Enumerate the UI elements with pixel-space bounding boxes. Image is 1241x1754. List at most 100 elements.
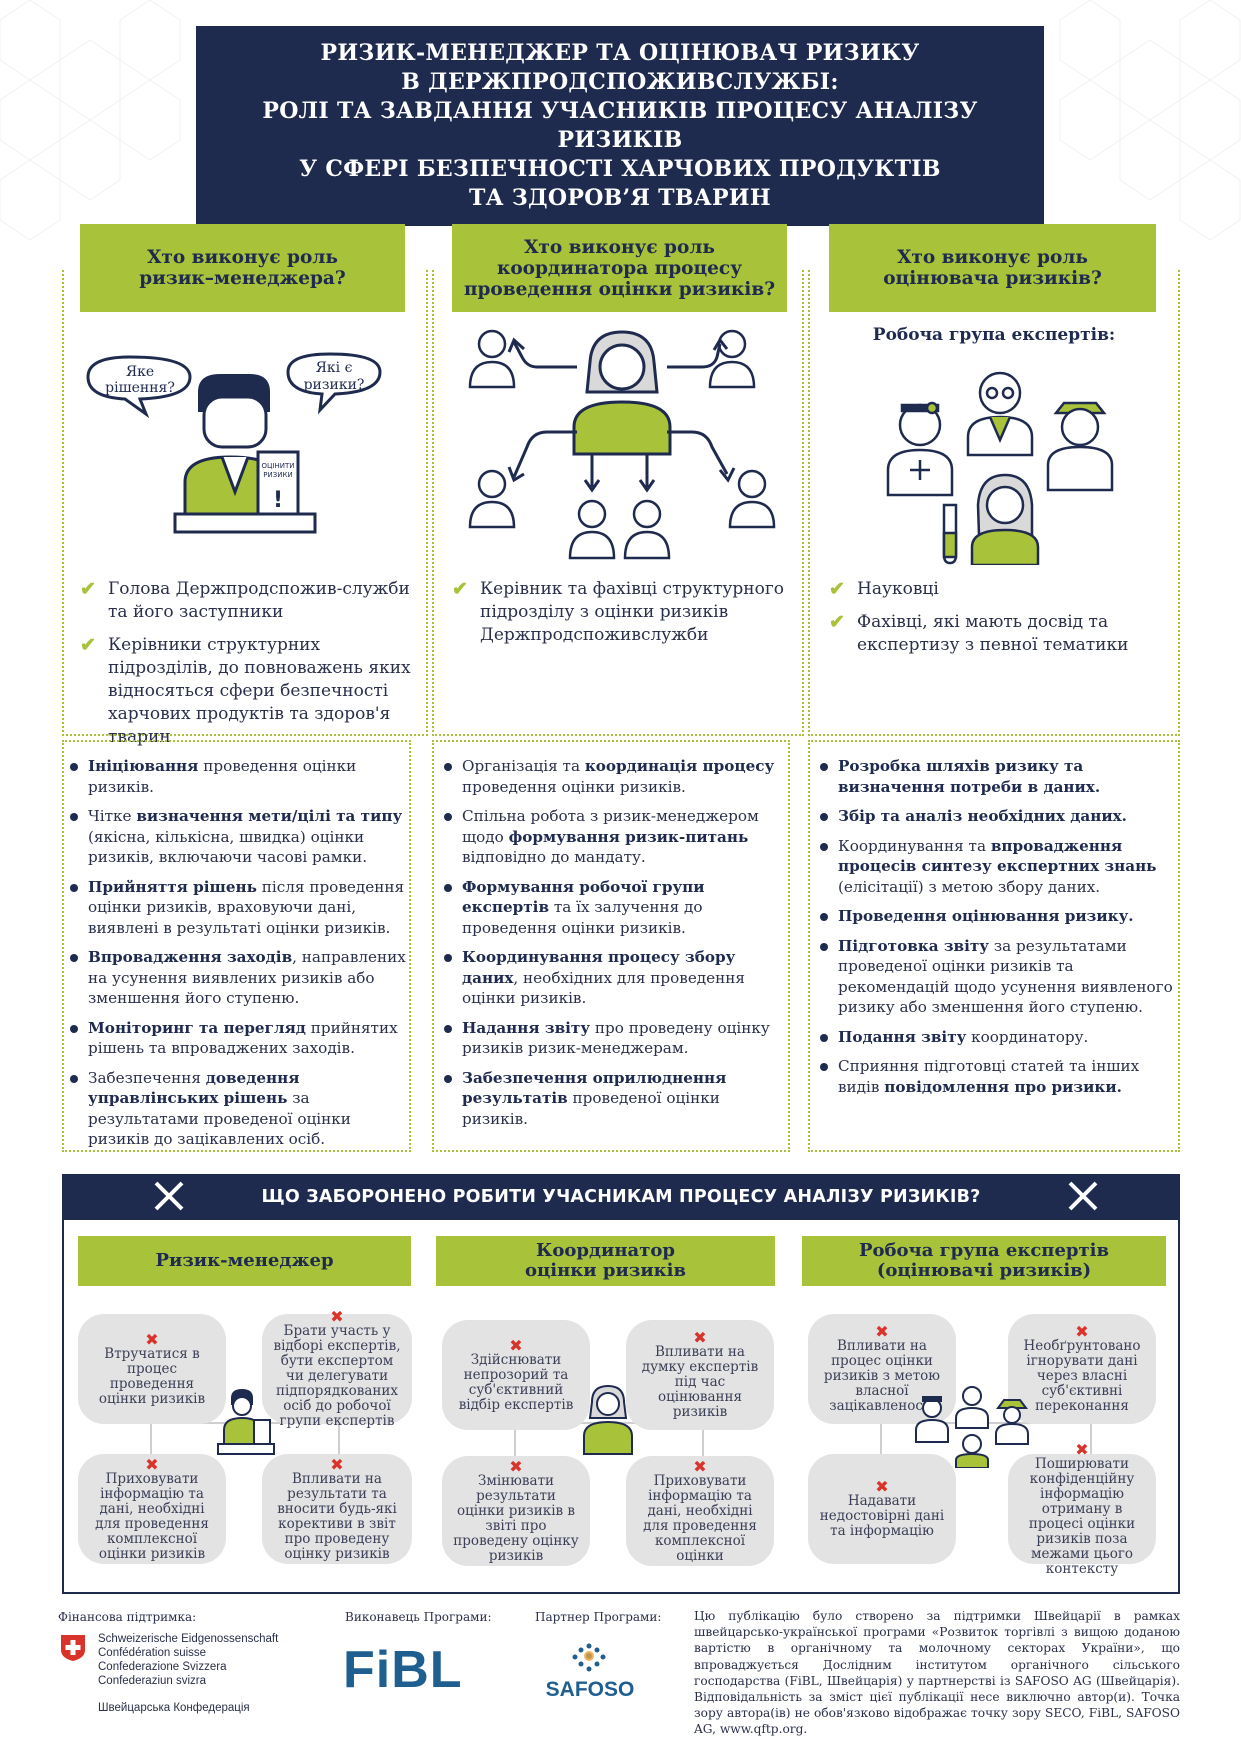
swiss-confederation-ua: Швейцарська Конфедерація xyxy=(98,1702,250,1714)
task-text: , направлених на усунення виявлених ризи… xyxy=(88,948,406,1007)
bubble-text: ризики? xyxy=(304,377,365,393)
cross-icon: ✖ xyxy=(509,1335,523,1355)
forbidden-text: Поширювати конфіденційну інформацію отри… xyxy=(1028,1455,1136,1577)
task-bold-text: повідомлення про ризики. xyxy=(884,1077,1122,1096)
task-text: та їх залучення до проведення оцінки риз… xyxy=(462,898,703,937)
page-title: РИЗИК-МЕНЕДЖЕР ТА ОЦІНЮВАЧ РИЗИКУ В ДЕРЖ… xyxy=(196,26,1044,226)
task-bold-text: Прийняття рішень xyxy=(88,877,257,896)
question-line: проведення оцінки ризиків? xyxy=(463,278,776,300)
forbidden-text: Необґрунтовано ігнорувати дані через вла… xyxy=(1023,1338,1141,1414)
task-bold-text: Розробка шляхів ризику та визначення пот… xyxy=(838,757,1101,796)
coordinator-who-list: Керівник та фахівці структурного підрозд… xyxy=(452,578,797,657)
coordinator-tasks: Організація та координація процесу прове… xyxy=(440,756,785,1138)
list-item: Керівник та фахівці структурного підрозд… xyxy=(452,578,797,647)
swiss-flag-icon xyxy=(61,1635,85,1661)
cross-icon: ✖ xyxy=(693,1328,707,1347)
task-text: (якісна, кількісна, швидка) оцінки ризик… xyxy=(88,827,368,867)
cross-icon: ✖ xyxy=(875,1322,889,1341)
task-bold-text: Впровадження заходів xyxy=(88,948,293,966)
task-item: Розробка шляхів ризику та визначення пот… xyxy=(816,756,1176,797)
task-text: Координування та xyxy=(838,836,991,855)
forbidden-title: ЩО ЗАБОРОНЕНО РОБИТИ УЧАСНИКАМ ПРОЦЕСУ А… xyxy=(62,1174,1180,1220)
task-item: Чітке визначення мети/цілі та типу (якіс… xyxy=(66,806,414,868)
paper-text: РИЗИКИ xyxy=(263,471,292,479)
coordinator-illustration xyxy=(452,322,792,567)
sub-head-text: Ризик-менеджер xyxy=(155,1250,334,1271)
task-bold-text: Надання звіту xyxy=(462,1018,591,1037)
task-bold-text: Проведення оцінювання ризику. xyxy=(838,907,1134,925)
task-item: Забезпечення доведення управлінських ріш… xyxy=(66,1068,414,1150)
coordinator-frame xyxy=(432,270,804,736)
forbidden-item: ✖Надавати недостовірні дані та інформаці… xyxy=(808,1454,956,1564)
forbidden-item: ✖Поширювати конфіденційну інформацію отр… xyxy=(1008,1441,1156,1576)
cross-icon: ✖ xyxy=(145,1454,159,1474)
task-text: прийнятих рішень та впроваджених заходів… xyxy=(88,1018,398,1058)
title-line: РИЗИК-МЕНЕДЖЕР ТА ОЦІНЮВАЧ РИЗИКУ xyxy=(320,40,920,66)
sub-head-text: (оцінювачі ризиків) xyxy=(876,1260,1092,1281)
task-text: проведеної оцінки ризиків. xyxy=(462,1089,720,1128)
forbidden-text: Брати участь у відборі експертів, бути е… xyxy=(273,1323,401,1429)
assessor-question: Хто виконує роль оцінювача ризиків? xyxy=(829,224,1156,312)
task-item: Ініціювання проведення оцінки ризиків. xyxy=(66,756,414,797)
title-line: ТА ЗДОРОВ’Я ТВАРИН xyxy=(469,185,771,211)
coordinator-tasks-frame xyxy=(432,740,790,1152)
risk-manager-illustration: Яке рішення? Які є ризики? ОЦІНИТИ РИЗИК… xyxy=(80,352,415,552)
question-line: ризик–менеджера? xyxy=(139,268,346,289)
task-text: Забезпечення xyxy=(88,1068,206,1087)
question-line: Хто виконує роль xyxy=(147,247,338,268)
task-text: , необхідних для проведення оцінки ризик… xyxy=(462,968,745,1008)
risk-manager-tasks-frame xyxy=(62,740,411,1152)
task-bold-text: Збір та аналіз необхідних даних. xyxy=(838,807,1127,825)
task-item: Спільна робота з ризик-менеджером щодо ф… xyxy=(440,806,785,868)
swiss-line: Confederaziun svizra xyxy=(98,1675,207,1687)
title-line: В ДЕРЖПРОДСПОЖИВСЛУЖБІ: xyxy=(401,69,839,95)
swiss-line: Schweizerische Eidgenossenschaft xyxy=(98,1633,279,1645)
task-text: проведення оцінки ризиків. xyxy=(462,777,686,796)
cross-icon: ✖ xyxy=(330,1307,344,1326)
task-text: координатору. xyxy=(966,1027,1089,1046)
task-bold-text: Подання звіту xyxy=(838,1027,967,1046)
task-item: Координування та впровадження процесів с… xyxy=(816,836,1176,898)
disclaimer-text: Цю публікацію було створено за підтримки… xyxy=(694,1609,1180,1737)
task-bold-text: Моніторинг та перегляд xyxy=(88,1018,306,1037)
svg-text:!: ! xyxy=(273,488,283,513)
question-line: Хто виконує роль xyxy=(524,236,715,258)
task-text: Сприяння підготовці статей та інших виді… xyxy=(838,1057,1140,1096)
sub-head-text: Координатор xyxy=(536,1240,675,1261)
coordinator-icon xyxy=(583,1384,633,1455)
task-bold-text: визначення мети/цілі та типу xyxy=(136,807,403,825)
forbidden-coordinator-head: Координатор оцінки ризиків xyxy=(436,1236,775,1286)
coordinator-question: Хто виконує роль координатора процесу пр… xyxy=(452,224,787,312)
hexagon-pattern xyxy=(0,0,1241,241)
task-bold-text: координація процесу xyxy=(584,757,775,775)
expert-group-icon xyxy=(915,1386,1029,1468)
task-text: проведення оцінки ризиків. xyxy=(88,757,357,796)
swiss-line: Confédération suisse xyxy=(98,1647,207,1659)
expert-group-icon xyxy=(886,371,1114,567)
title-line: РОЛІ ТА ЗАВДАННЯ УЧАСНИКІВ ПРОЦЕСУ АНАЛІ… xyxy=(262,98,978,153)
question-line: Хто виконує роль xyxy=(897,247,1088,268)
task-item: Проведення оцінювання ризику. xyxy=(816,906,1176,927)
assessor-frame xyxy=(808,270,1180,736)
forbidden-item: ✖Брати участь у відборі експертів, бути … xyxy=(262,1309,412,1429)
swiss-confederation-text: Schweizerische Eidgenossenschaft Confédé… xyxy=(98,1632,278,1688)
risk-manager-who-list: Голова Держпродспожив-служби та його зас… xyxy=(80,578,425,759)
risk-manager-question: Хто виконує роль ризик–менеджера? xyxy=(80,224,405,312)
expert-group-label: Робоча група експертів: xyxy=(872,325,1116,345)
task-item: Формування робочої групи експертів та їх… xyxy=(440,877,785,939)
cross-icon: ✖ xyxy=(145,1329,159,1349)
forbidden-item: ✖Необґрунтовано ігнорувати дані через вл… xyxy=(1008,1314,1156,1424)
safoso-logo: SAFOSO xyxy=(545,1678,635,1701)
financial-support-label: Фінансова підтримка: xyxy=(58,1610,197,1624)
forbidden-text: Втручатися в процес проведення оцінки ри… xyxy=(98,1345,206,1407)
task-item: Надання звіту про проведену оцінку ризик… xyxy=(440,1018,785,1059)
forbidden-text: Змінювати результати оцінки ризиків в зв… xyxy=(453,1472,579,1564)
bubble-text: Яке xyxy=(126,364,154,380)
assessor-who-list: Науковці Фахівці, які мають досвід та ек… xyxy=(829,578,1174,667)
cross-icon: ✖ xyxy=(875,1477,889,1496)
forbidden-item: ✖Впливати на думку експертів під час оці… xyxy=(626,1320,774,1430)
forbidden-item: ✖Змінювати результати оцінки ризиків в з… xyxy=(442,1456,590,1566)
list-item: Керівники структурних підрозділів, до по… xyxy=(80,634,425,749)
executor-label: Виконавець Програми: xyxy=(345,1610,492,1624)
title-line: У СФЕРІ БЕЗПЕЧНОСТІ ХАРЧОВИХ ПРОДУКТІВ xyxy=(299,156,941,182)
